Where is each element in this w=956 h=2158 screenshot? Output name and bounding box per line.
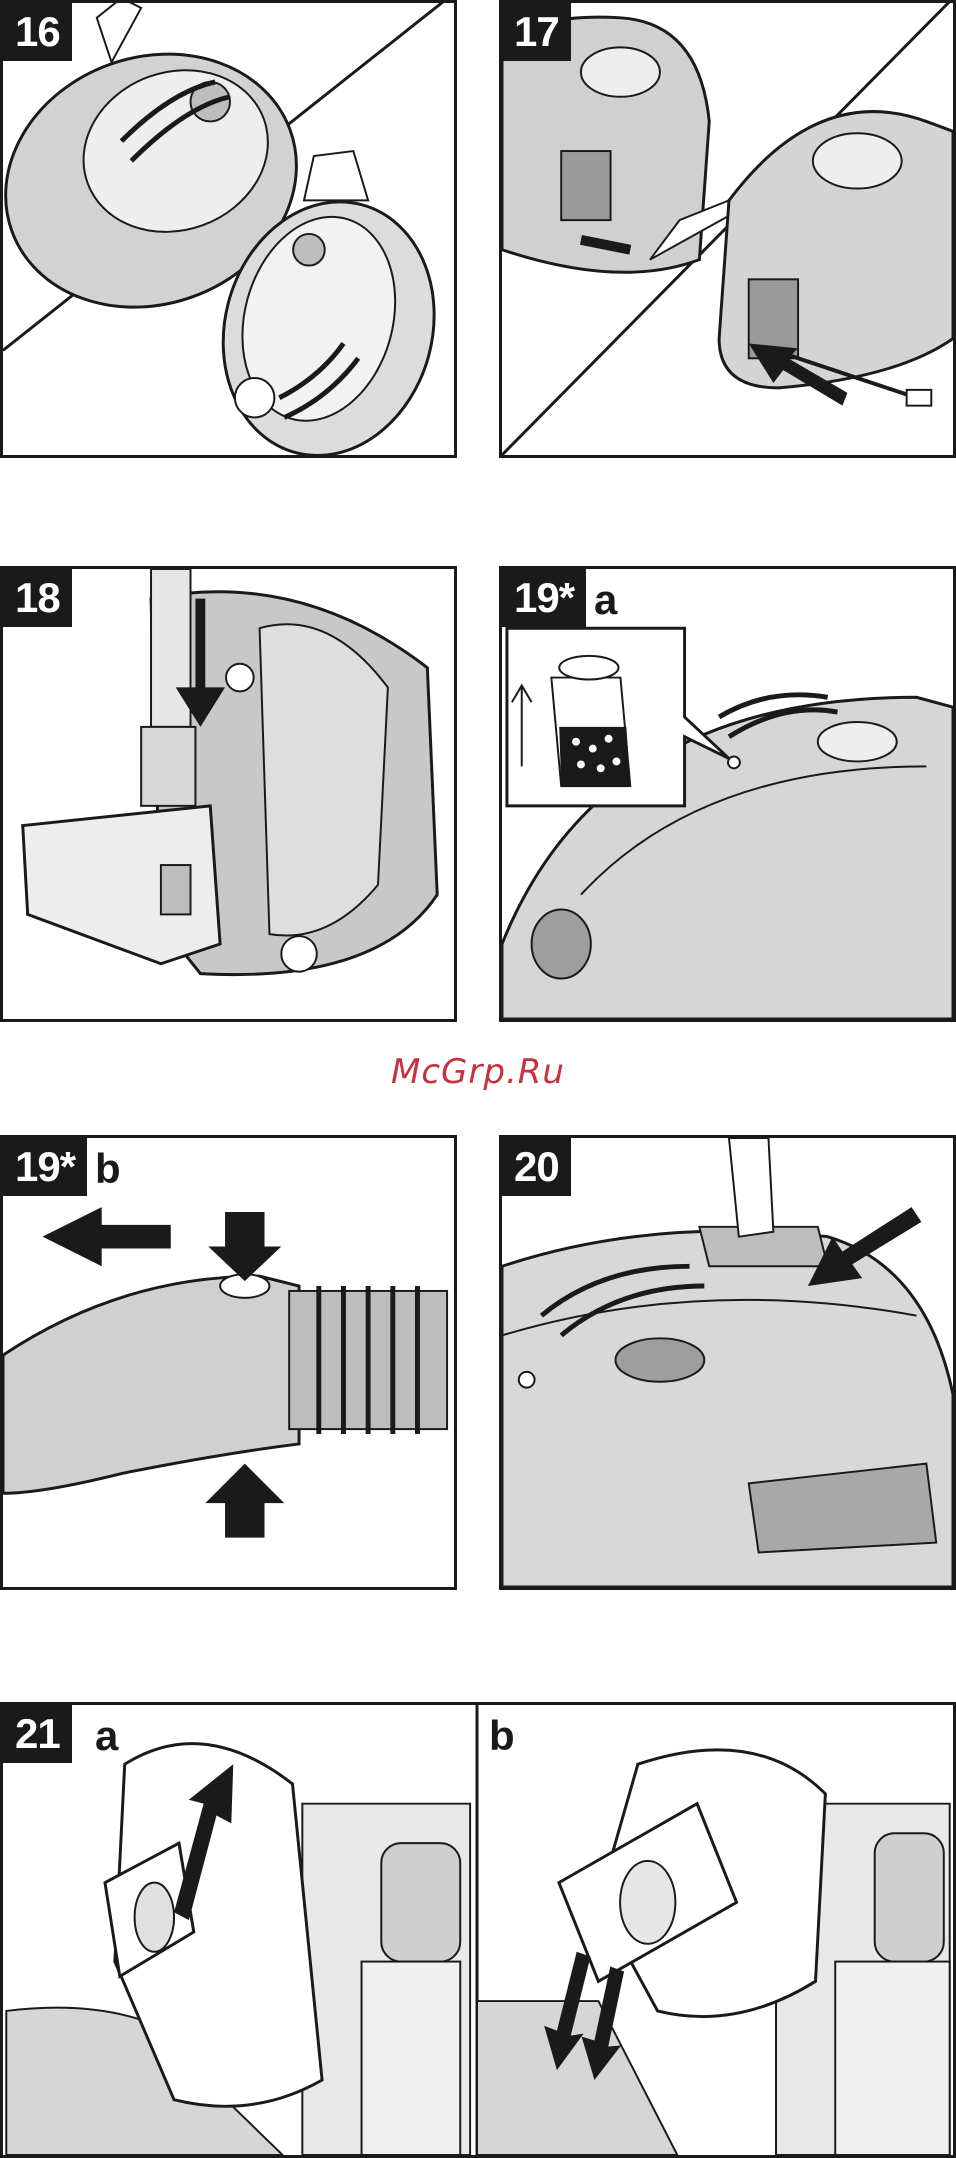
step-sub-19b: b (95, 1140, 121, 1198)
hose-release-illustration (3, 1138, 454, 1587)
panel-19a: 19* a (499, 566, 956, 1022)
panel-19b: 19* b (0, 1135, 457, 1590)
step-number-19b: 19* (3, 1138, 87, 1196)
step-sub-21a: a (95, 1707, 118, 1765)
tube-park-illustration (3, 569, 454, 1019)
step-number-20: 20 (502, 1138, 571, 1196)
panel-17: 17 (499, 0, 956, 458)
step-sub-19a: a (594, 571, 617, 629)
watermark-text: McGrp.Ru (0, 1052, 956, 1092)
dustbag-replace-illustration (3, 1705, 953, 2155)
step-number-19a: 19* (502, 569, 586, 627)
panel-20: 20 (499, 1135, 956, 1590)
step-number-17: 17 (502, 3, 571, 61)
step-sub-21b: b (489, 1707, 515, 1765)
filter-indicator-illustration (502, 569, 953, 1019)
panel-16: 16 (0, 0, 457, 458)
step-number-16: 16 (3, 3, 72, 61)
step-number-18: 18 (3, 569, 72, 627)
panel-18: 18 (0, 566, 457, 1022)
vacuum-carry-illustration (3, 3, 454, 455)
panel-21: 21 a b (0, 1702, 956, 2158)
step-number-21: 21 (3, 1705, 72, 1763)
cord-insert-illustration (502, 3, 953, 455)
lid-open-illustration (502, 1138, 953, 1587)
